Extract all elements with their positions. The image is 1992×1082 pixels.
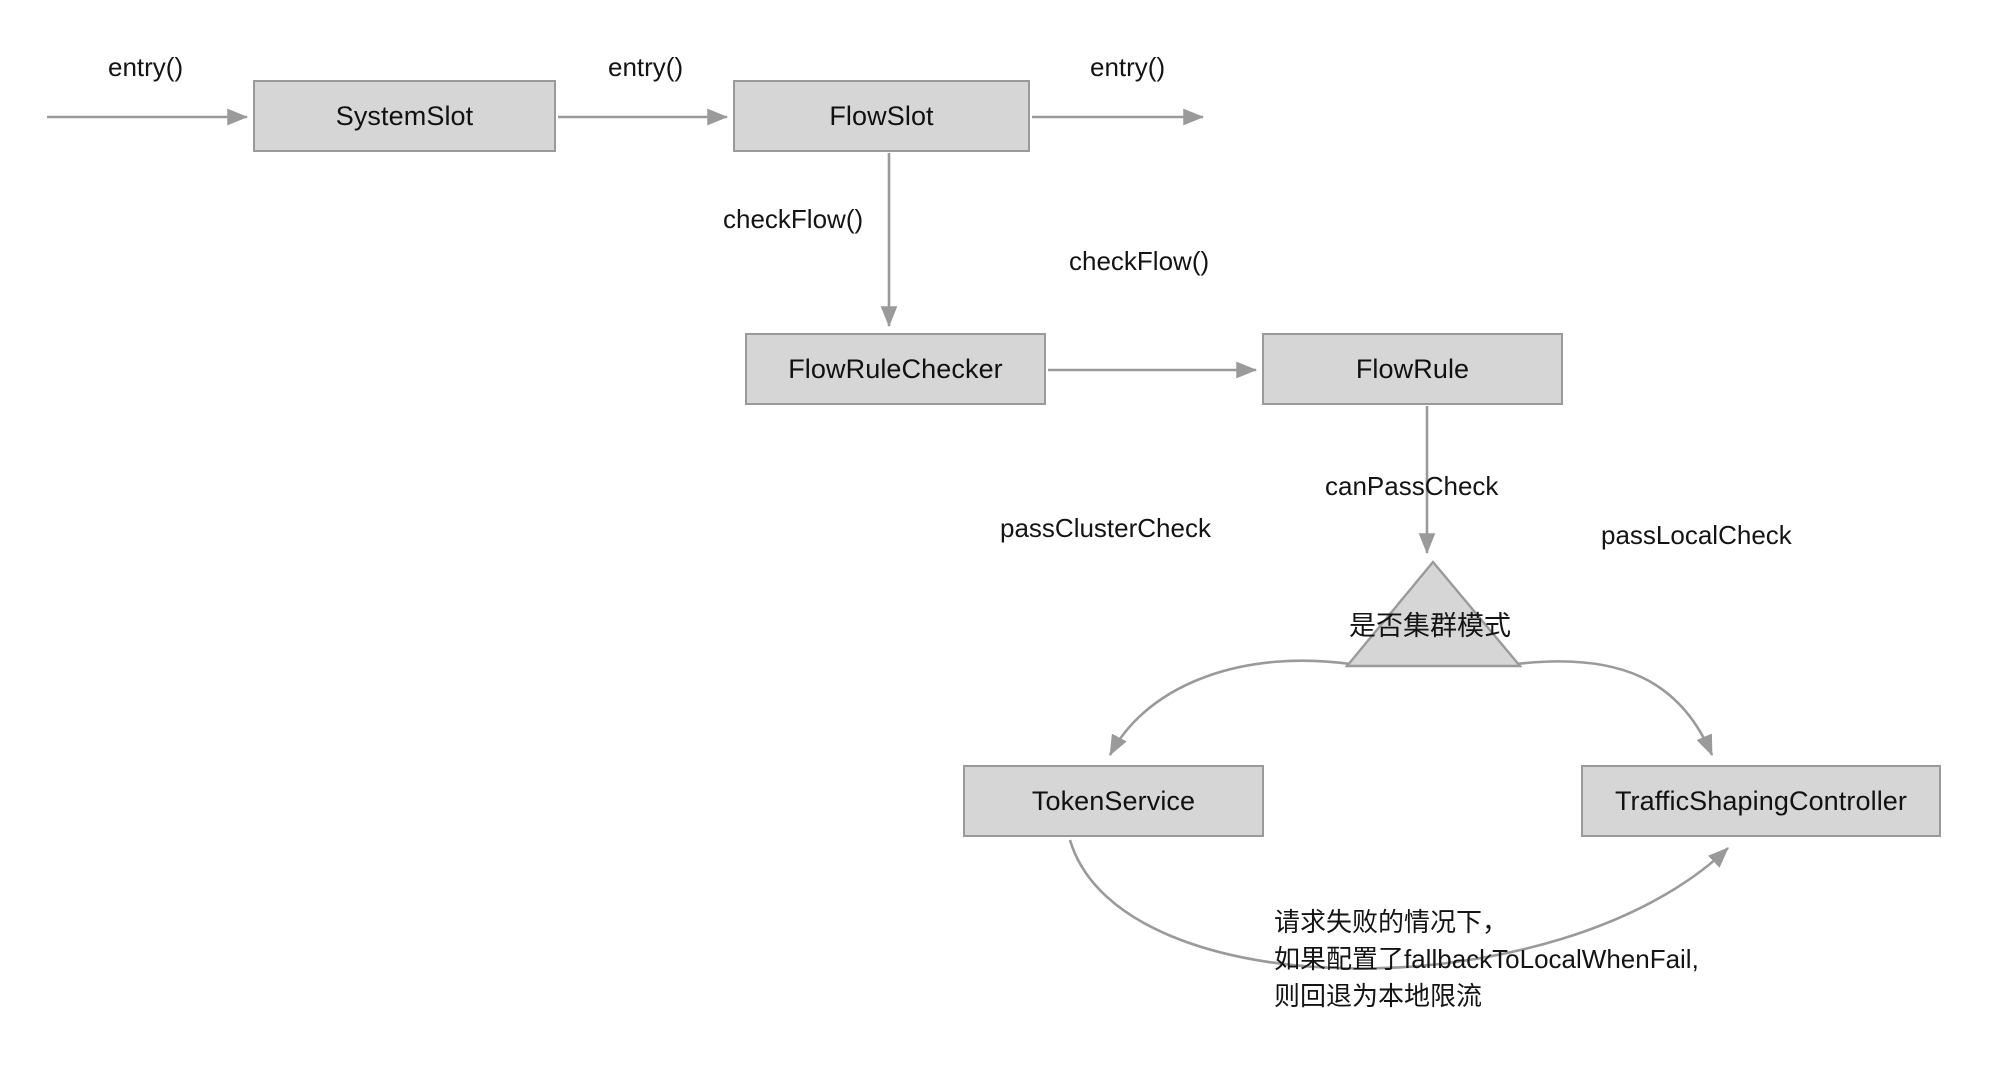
node-flowrule[interactable]: FlowRule	[1262, 333, 1563, 405]
edge-decision-to-tokenservice	[1108, 659, 1351, 756]
edge-label-tokenservice-fallback: 请求失败的情况下， 如果配置了fallbackToLocalWhenFail, …	[1274, 907, 1699, 1011]
node-is-cluster-mode-label: 是否集群模式	[1349, 611, 1511, 641]
edge-label-flowrulechecker-to-flowrule: checkFlow()	[1069, 246, 1210, 276]
node-systemslot[interactable]: SystemSlot	[253, 80, 556, 152]
edge-label-entry-to-systemslot: entry()	[108, 52, 184, 82]
edge-label-flowslot-to-next: entry()	[1090, 52, 1166, 82]
node-systemslot-label: SystemSlot	[335, 100, 474, 131]
node-flowslot-label: FlowSlot	[829, 100, 934, 131]
edge-label-flowrule-to-decision: canPassCheck	[1325, 471, 1499, 501]
node-trafficshapingcontroller-label: TrafficShapingController	[1614, 785, 1908, 816]
edge-label-decision-to-tokenservice: passClusterCheck	[1000, 513, 1211, 543]
node-trafficshapingcontroller[interactable]: TrafficShapingController	[1581, 765, 1941, 837]
edge-label-systemslot-to-flowslot: entry()	[608, 52, 684, 82]
edge-decision-to-trafficshapingcontroller	[1515, 660, 1714, 756]
edge-label-flowslot-to-flowrulechecker: checkFlow()	[723, 204, 864, 234]
node-flowslot[interactable]: FlowSlot	[733, 80, 1030, 152]
edge-label-decision-to-trafficshapingcontroller: passLocalCheck	[1601, 520, 1792, 550]
node-flowrulechecker-label: FlowRuleChecker	[788, 353, 1003, 384]
node-tokenservice[interactable]: TokenService	[963, 765, 1264, 837]
node-flowrulechecker[interactable]: FlowRuleChecker	[745, 333, 1046, 405]
node-flowrule-label: FlowRule	[1355, 353, 1470, 384]
node-tokenservice-label: TokenService	[1031, 785, 1196, 816]
